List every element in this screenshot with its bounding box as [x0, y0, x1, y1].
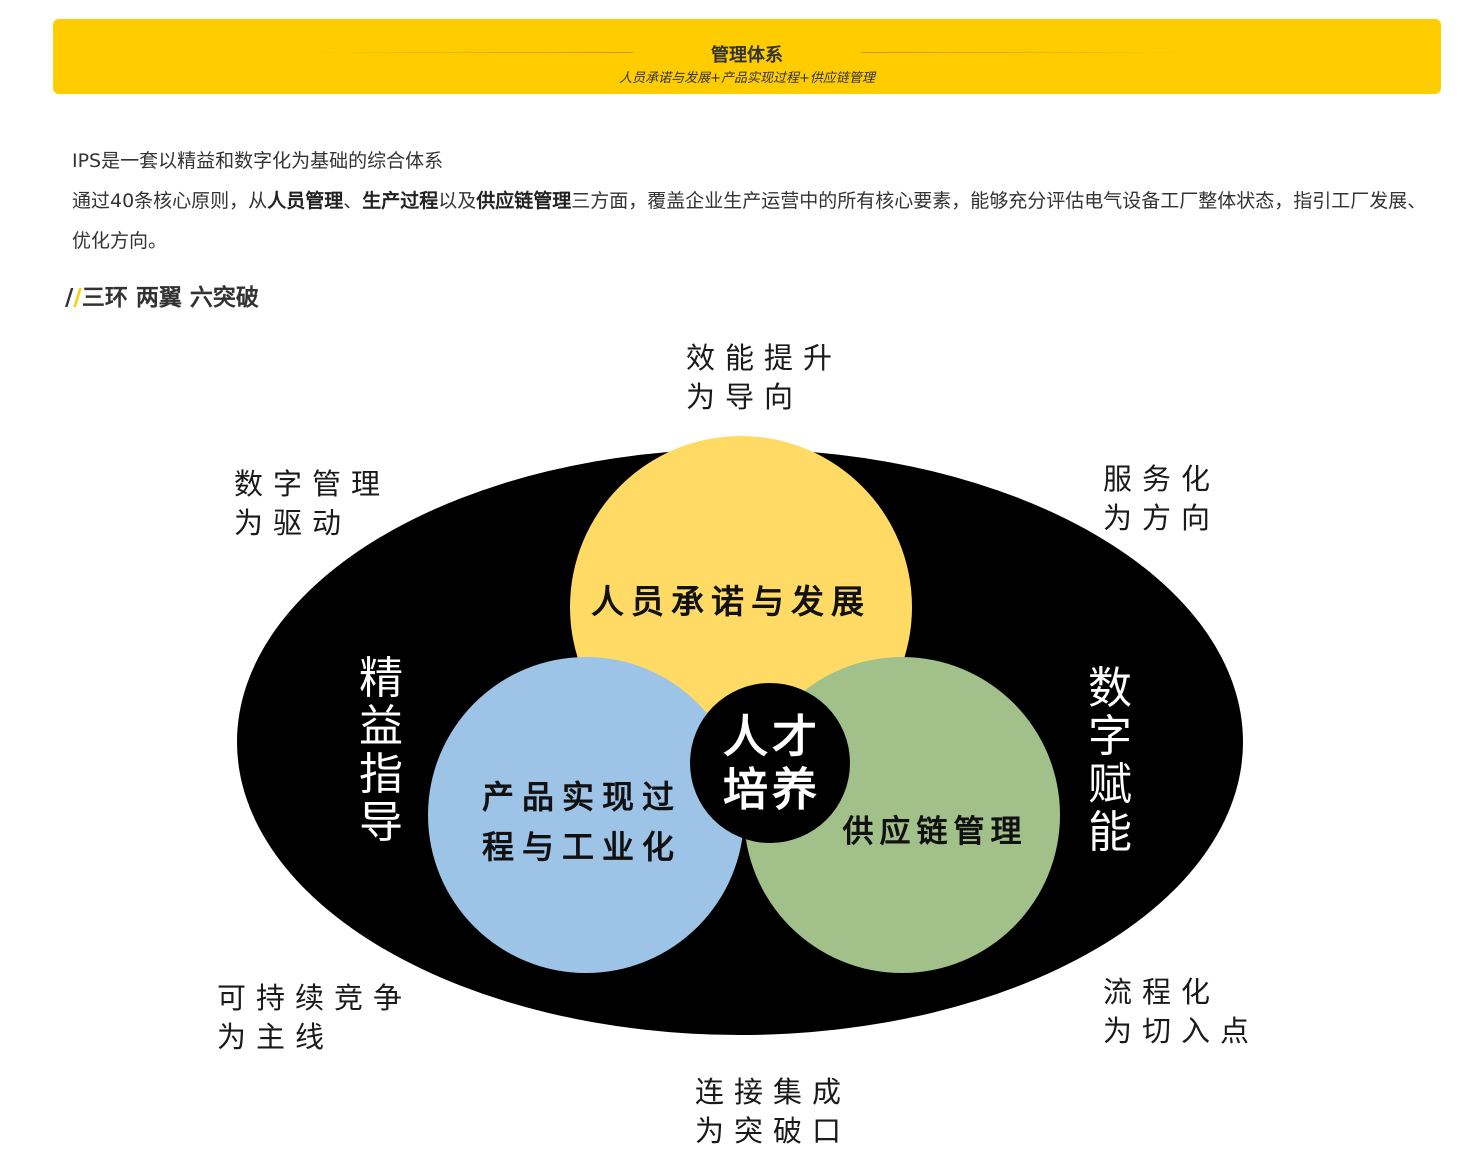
wing-left-char: 益	[359, 701, 403, 752]
center-label-line2: 培养	[723, 763, 821, 816]
intro-paragraph: IPS是一套以精益和数字化为基础的综合体系 通过40条核心原则，从人员管理、生产…	[72, 141, 1432, 261]
intro-text: 以及	[438, 190, 477, 212]
ring-supply-label: 供应链管理	[842, 814, 1028, 850]
intro-line-1: IPS是一套以精益和数字化为基础的综合体系	[72, 150, 444, 172]
intro-text: 三方面，覆盖企业生产运营中的所有核心要素，能够充分评估电气设备工厂整体状态，指引…	[72, 190, 1427, 252]
wing-right-char: 能	[1088, 807, 1132, 858]
wing-right-char: 赋	[1088, 759, 1132, 810]
intro-line-2: 通过40条核心原则，从人员管理、生产过程以及供应链管理三方面，覆盖企业生产运营中…	[72, 181, 1432, 261]
center-circle	[690, 683, 850, 843]
section-title: //三环 两翼 六突破	[65, 278, 259, 312]
intro-keyword-people: 人员管理	[267, 190, 344, 212]
wing-left: 精 益 指 导	[359, 653, 403, 848]
breakthrough-line: 为切入点	[1103, 1014, 1260, 1048]
wing-right-char: 数	[1088, 663, 1132, 714]
wing-left-char: 导	[359, 797, 403, 848]
breakthrough-line: 为驱动	[234, 506, 352, 540]
breakthrough-line: 流程化	[1103, 975, 1221, 1009]
ring-product-label-line1: 产品实现过	[482, 778, 682, 816]
breakthrough-line: 为导向	[686, 380, 804, 414]
banner-divider-right	[861, 52, 1191, 53]
intro-text: 通过40条核心原则，从	[72, 190, 268, 212]
breakthrough-sustainability: 可持续竞争 为主线	[217, 979, 412, 1057]
breakthrough-line: 效能提升	[686, 341, 843, 375]
center-label-line1: 人才	[723, 710, 821, 763]
breakthrough-line: 可持续竞争	[217, 981, 413, 1015]
ring-product-process	[428, 657, 744, 973]
breakthrough-line: 为主线	[217, 1020, 335, 1054]
breakthrough-line: 连接集成	[695, 1075, 852, 1109]
header-banner: 管理体系 人员承诺与发展+产品实现过程+供应链管理	[53, 19, 1441, 94]
banner-divider-left	[303, 52, 633, 53]
wing-right-char: 字	[1088, 711, 1132, 762]
slash-mark-accent: /	[73, 285, 82, 311]
breakthrough-process: 流程化 为切入点	[1103, 973, 1259, 1051]
wing-right: 数 字 赋 能	[1088, 663, 1132, 858]
slash-mark: /	[65, 285, 74, 311]
breakthrough-service: 服务化 为方向	[1103, 460, 1220, 538]
banner-subtitle: 人员承诺与发展+产品实现过程+供应链管理	[619, 71, 875, 86]
wing-left-char: 指	[359, 749, 403, 800]
breakthrough-integration: 连接集成 为突破口	[695, 1073, 851, 1151]
intro-keyword-process: 生产过程	[362, 190, 439, 212]
breakthrough-line: 为方向	[1103, 501, 1221, 535]
breakthrough-line: 服务化	[1103, 462, 1221, 496]
ring-people-label: 人员承诺与发展	[591, 582, 871, 621]
intro-keyword-supply: 供应链管理	[476, 190, 572, 212]
section-title-text: 三环 两翼 六突破	[81, 285, 259, 311]
banner-title: 管理体系	[711, 45, 783, 66]
intro-separator: 、	[343, 190, 363, 212]
breakthrough-line: 数字管理	[234, 467, 391, 501]
wing-left-char: 精	[359, 653, 403, 704]
breakthrough-line: 为突破口	[695, 1114, 852, 1148]
breakthrough-digital-management: 数字管理 为驱动	[234, 465, 390, 543]
breakthrough-efficiency: 效能提升 为导向	[686, 339, 842, 417]
ring-product-label-line2: 程与工业化	[482, 828, 682, 866]
